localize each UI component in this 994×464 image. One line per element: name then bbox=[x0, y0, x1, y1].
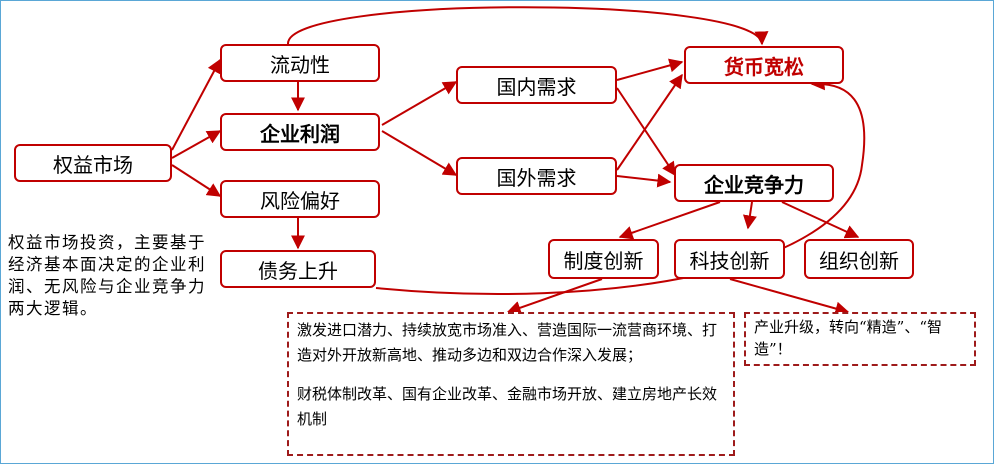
node-liquidity: 流动性 bbox=[220, 44, 380, 82]
arrow-tech-industry-box bbox=[729, 278, 850, 316]
arrow-comp-organizational bbox=[781, 201, 860, 239]
node-equity-market: 权益市场 bbox=[14, 144, 172, 182]
arrow-equity-risk bbox=[171, 164, 222, 197]
description-text: 权益市场投资，主要基于经济基本面决定的企业利润、无风险与企业竞争力两大逻辑。 bbox=[8, 233, 206, 318]
node-tech-innovation: 科技创新 bbox=[674, 239, 785, 279]
node-corporate-profit: 企业利润 bbox=[220, 113, 380, 151]
node-competitiveness: 企业竞争力 bbox=[674, 164, 834, 202]
arrow-equity-liquidity bbox=[171, 58, 221, 151]
arrow-comp-institutional bbox=[618, 201, 721, 240]
arrow-domestic-easing bbox=[616, 58, 684, 81]
node-institutional-innovation: 制度创新 bbox=[548, 239, 659, 279]
node-monetary-easing: 货币宽松 bbox=[684, 46, 844, 84]
arrow-comp-tech bbox=[742, 201, 757, 230]
node-debt-rise: 债务上升 bbox=[220, 250, 376, 288]
industry-box: 产业升级，转向“精造”、“智造”！ bbox=[744, 312, 976, 366]
arrow-foreign-easing bbox=[616, 73, 683, 171]
arrow-liquidity-easing bbox=[286, 6, 769, 46]
reform-box: 激发进口潜力、持续放宽市场准入、营造国际一流营商环境、打造对外开放新高地、推动多… bbox=[287, 312, 735, 456]
node-organizational-innovation: 组织创新 bbox=[804, 239, 914, 279]
arrow-domestic-competitiveness bbox=[616, 87, 676, 177]
arrow-debt-easing bbox=[375, 76, 866, 295]
arrow-institutional-reform-box bbox=[506, 278, 603, 315]
arrow-equity-profit bbox=[171, 130, 222, 159]
reform-para-1: 激发进口潜力、持续放宽市场准入、营造国际一流营商环境、打造对外开放新高地、推动多… bbox=[297, 321, 718, 364]
arrow-profit-domestic bbox=[381, 81, 458, 126]
arrow-profit-foreign bbox=[381, 130, 458, 176]
node-risk-appetite: 风险偏好 bbox=[220, 180, 380, 218]
reform-para-2: 财税体制改革、国有企业改革、金融市场开放、建立房地产长效机制 bbox=[297, 385, 718, 428]
arrow-foreign-competitiveness bbox=[616, 173, 672, 188]
node-domestic-demand: 国内需求 bbox=[456, 66, 617, 104]
node-foreign-demand: 国外需求 bbox=[456, 157, 617, 195]
